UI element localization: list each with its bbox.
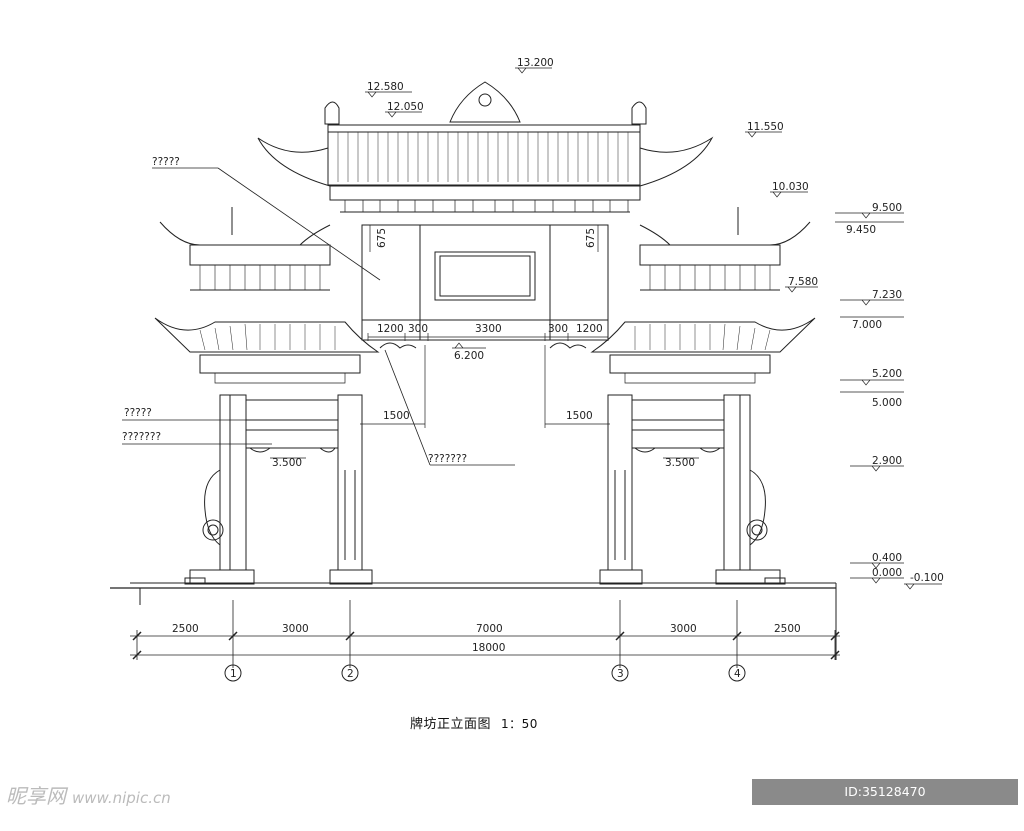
elev-12050: 12.050 (387, 101, 424, 113)
elev-12580: 12.580 (367, 81, 404, 93)
main-roof (257, 81, 714, 213)
inner-dim-1500-left: 1500 (383, 410, 410, 422)
bottom-dimension-lines (130, 600, 840, 668)
elevation-markers (270, 67, 942, 590)
right-upper-roof (639, 207, 811, 291)
pillar-axis-1 (184, 394, 255, 585)
pillar-axis-2 (329, 394, 373, 585)
elev-3500-right: 3.500 (665, 457, 695, 469)
upper-dim-5: 1200 (576, 323, 603, 335)
total-dim: 18000 (472, 642, 505, 654)
elev-0000: 0.000 (872, 567, 902, 579)
bottom-dim-3: 7000 (476, 623, 503, 635)
watermark-brand: 昵享网 www.nipic.cn (6, 780, 171, 809)
elev-7000: 7.000 (852, 319, 882, 331)
annotation-lintel-1: ????? (124, 407, 152, 419)
elev-minus-0100: -0.100 (910, 572, 944, 584)
elev-2900: 2.900 (872, 455, 902, 467)
inner-dim-675-left: 675 (376, 228, 388, 248)
elev-3500-left: 3.500 (272, 457, 302, 469)
upper-dim-4: 300 (548, 323, 568, 335)
axis-label-1: 1 (230, 668, 237, 680)
inner-dim-675-right: 675 (585, 228, 597, 248)
elev-9450: 9.450 (846, 224, 876, 236)
pillar-axis-3 (599, 394, 643, 585)
elev-7580: 7.580 (788, 276, 818, 288)
drawing-title-text: 牌坊正立面图 (410, 717, 492, 732)
left-lower-roof (154, 317, 380, 384)
bottom-dim-5: 2500 (774, 623, 801, 635)
axis-bubbles (224, 664, 746, 682)
elev-6200: 6.200 (454, 350, 484, 362)
axis-label-3: 3 (617, 668, 624, 680)
annotation-leaders (122, 167, 515, 466)
elev-9500: 9.500 (872, 202, 902, 214)
bottom-dim-2: 3000 (282, 623, 309, 635)
elev-10030: 10.030 (772, 181, 809, 193)
watermark-brand-text: 昵享网 (6, 784, 66, 808)
annotation-bracket: ??????? (428, 453, 467, 465)
axis-label-4: 4 (734, 668, 741, 680)
inner-dim-1500-right: 1500 (566, 410, 593, 422)
annotation-roof: ????? (152, 156, 180, 168)
drawing-scale: 1：50 (501, 717, 538, 731)
upper-dim-1: 1200 (377, 323, 404, 335)
bottom-dim-1: 2500 (172, 623, 199, 635)
side-lintels (245, 399, 725, 453)
elev-5200: 5.200 (872, 368, 902, 380)
axis-label-2: 2 (347, 668, 354, 680)
watermark-id-badge: ID:35128470 NO:20260622112048287105 (752, 779, 1018, 825)
upper-dim-3: 3300 (475, 323, 502, 335)
elev-7230: 7.230 (872, 289, 902, 301)
central-body (361, 224, 609, 349)
pillar-axis-4 (715, 394, 786, 585)
right-lower-roof (590, 317, 816, 384)
ground-lines (110, 582, 837, 660)
drawing-title: 牌坊正立面图 1：50 (410, 713, 538, 732)
elev-13200: 13.200 (517, 57, 554, 69)
left-upper-roof (159, 207, 331, 291)
elev-11550: 11.550 (747, 121, 784, 133)
elev-5000: 5.000 (872, 397, 902, 409)
watermark-url: www.nipic.cn (72, 789, 171, 807)
elev-0400: 0.400 (872, 552, 902, 564)
annotation-lintel-2: ??????? (122, 431, 161, 443)
bottom-dim-4: 3000 (670, 623, 697, 635)
upper-dim-2: 300 (408, 323, 428, 335)
inner-dimension-lines (360, 225, 610, 428)
